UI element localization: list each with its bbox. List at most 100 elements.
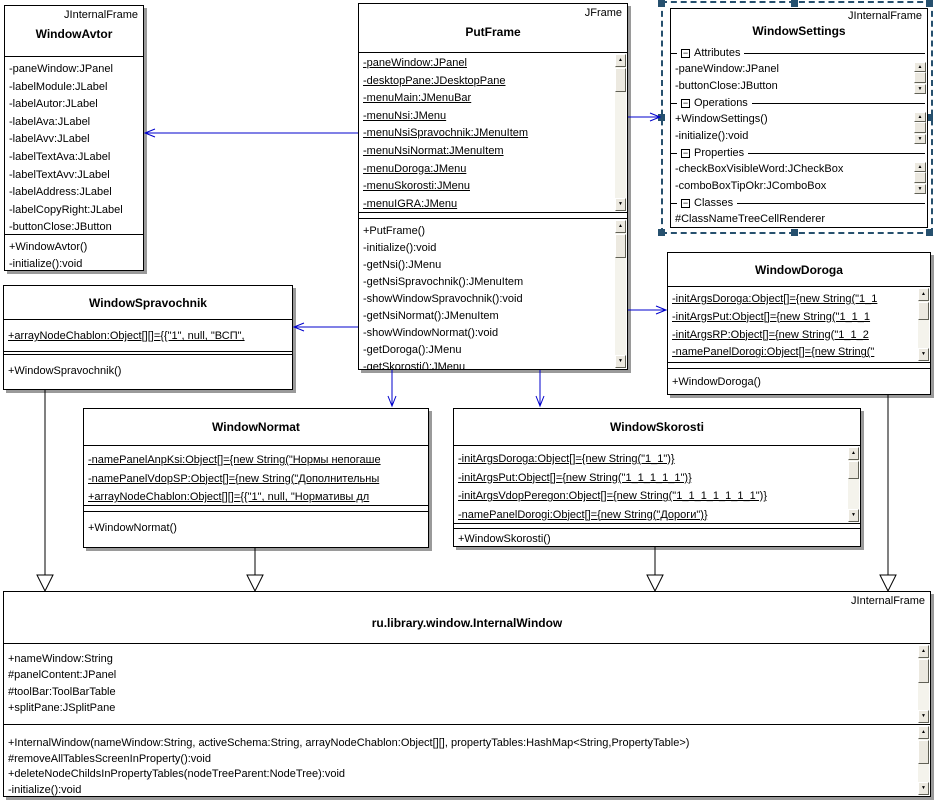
dependency-arrow-putframe-to-windownormat[interactable] (387, 370, 397, 408)
class-name[interactable]: PutFrame (465, 25, 521, 39)
vertical-scrollbar[interactable]: ▲ ▼ (914, 162, 926, 194)
member-row[interactable]: -initArgsDoroga:Object[]={new String("1_… (672, 293, 878, 305)
member-row[interactable]: -desktopPane:JDesktopPane (363, 74, 506, 87)
member-row[interactable]: -buttonClose:JButton (675, 80, 778, 92)
scroll-up-button[interactable]: ▲ (914, 112, 926, 122)
member-row[interactable]: +arrayNodeChablon:Object[][]={{"1", null… (8, 330, 245, 342)
dependency-arrow-putframe-to-windowsettings[interactable] (628, 112, 662, 122)
member-row[interactable]: -initArgsRP:Object[]={new String("1_1_2 (672, 328, 869, 341)
member-row[interactable]: -labelAva:JLabel (9, 115, 91, 128)
member-row[interactable]: -menuDoroga:JMenu (363, 162, 467, 175)
member-row[interactable]: -labelModule:JLabel (9, 80, 108, 93)
member-row[interactable]: -getNsiSpravochnik():JMenuItem (363, 276, 524, 288)
generalization-windowskorosti-to-internalwindow[interactable] (646, 547, 664, 593)
member-row[interactable]: +WindowSpravochnik() (8, 365, 122, 377)
class-box-window-skorosti[interactable]: WindowSkorosti ▲ ▼ -initArgsDoroga:Objec… (453, 408, 861, 547)
scroll-thumb[interactable] (914, 72, 926, 83)
member-row[interactable]: -showWindowNormat():void (363, 327, 499, 339)
scroll-thumb[interactable] (918, 740, 929, 764)
section-header-classes[interactable]: − Classes (671, 195, 927, 211)
member-row[interactable]: -namePanelAnpKsi:Object[]={new String("Н… (88, 454, 381, 466)
collapse-icon[interactable]: − (681, 97, 690, 108)
member-row[interactable]: -buttonClose:JButton (9, 221, 112, 234)
member-row[interactable]: -paneWindow:JPanel (9, 63, 113, 75)
member-row[interactable]: +WindowDoroga() (672, 376, 761, 388)
scroll-thumb[interactable] (848, 461, 859, 479)
section-header-operations[interactable]: − Operations (671, 95, 927, 111)
member-row[interactable]: -initArgsPut:Object[]={new String("1_1_1 (672, 310, 871, 323)
member-row[interactable]: -initArgsDoroga:Object[]={new String("1_… (458, 453, 675, 465)
member-row[interactable]: -namePanelVdopSP:Object[]={new String("Д… (88, 472, 380, 485)
generalization-windowdoroga-to-internalwindow[interactable] (879, 395, 897, 593)
class-name[interactable]: WindowSkorosti (610, 420, 704, 434)
selection-handle[interactable] (658, 229, 665, 236)
member-row[interactable]: -labelTextAva:JLabel (9, 150, 111, 163)
scroll-down-button[interactable]: ▼ (914, 84, 926, 94)
dependency-arrow-putframe-to-windowskorosti[interactable] (535, 370, 545, 408)
selection-handle[interactable] (926, 114, 933, 121)
vertical-scrollbar[interactable]: ▲ ▼ (914, 62, 926, 94)
member-row[interactable]: -menuSkorosti:JMenu (363, 180, 470, 193)
class-name[interactable]: WindowSpravochnik (89, 295, 207, 310)
vertical-scrollbar[interactable]: ▲ ▼ (615, 54, 626, 211)
class-box-window-avtor[interactable]: JInternalFrame WindowAvtor -paneWindow:J… (4, 5, 144, 271)
member-row[interactable]: +WindowSkorosti() (458, 533, 551, 545)
member-row[interactable]: -labelCopyRight:JLabel (9, 203, 123, 216)
selection-handle[interactable] (791, 229, 798, 236)
collapse-icon[interactable]: − (681, 197, 690, 208)
class-name[interactable]: WindowSettings (752, 24, 846, 38)
member-row[interactable]: -comboBoxTipOkr:JComboBox (675, 180, 827, 192)
class-name[interactable]: ru.library.window.InternalWindow (371, 616, 563, 630)
scroll-thumb[interactable] (918, 302, 929, 320)
scroll-down-button[interactable]: ▼ (615, 198, 626, 211)
selection-handle[interactable] (791, 0, 798, 7)
vertical-scrollbar[interactable]: ▲ ▼ (918, 726, 929, 795)
class-box-window-spravochnik[interactable]: WindowSpravochnik +arrayNodeChablon:Obje… (3, 285, 293, 390)
scroll-thumb[interactable] (615, 68, 626, 92)
selection-handle[interactable] (926, 0, 933, 7)
member-row[interactable]: #toolBar:ToolBarTable (8, 685, 116, 698)
member-row[interactable]: -labelTextAvv:JLabel (9, 168, 110, 181)
member-row[interactable]: -initArgsVdopPeregon:Object[]={new Strin… (458, 490, 767, 503)
member-row[interactable]: +WindowSettings() (675, 113, 768, 125)
scroll-down-button[interactable]: ▼ (848, 509, 859, 522)
member-row[interactable]: +PutFrame() (363, 225, 426, 237)
member-row[interactable]: +arrayNodeChablon:Object[][]={{"1", null… (88, 491, 370, 504)
class-name[interactable]: WindowDoroga (755, 262, 843, 277)
member-row[interactable]: -menuNsiNormat:JMenuItem (363, 144, 504, 157)
collapse-icon[interactable]: − (681, 47, 690, 58)
scroll-down-button[interactable]: ▼ (615, 355, 626, 368)
class-name[interactable]: WindowAvtor (35, 27, 113, 41)
class-box-window-normat[interactable]: WindowNormat -namePanelAnpKsi:Object[]={… (83, 408, 429, 548)
member-row[interactable]: -initArgsPut:Object[]={new String("1_1_1… (458, 471, 692, 484)
vertical-scrollbar[interactable]: ▲ ▼ (918, 645, 929, 723)
dependency-arrow-putframe-to-windowdoroga[interactable] (628, 305, 668, 315)
member-row[interactable]: -menuNsiSpravochnik:JMenuItem (363, 127, 529, 140)
scroll-up-button[interactable]: ▲ (615, 220, 626, 233)
member-row[interactable]: -labelAvv:JLabel (9, 133, 90, 146)
member-row[interactable]: -labelAddress:JLabel (9, 186, 112, 199)
member-row[interactable]: -namePanelDorogi:Object[]={new String(" (672, 346, 875, 359)
member-row[interactable]: -getNsiNormat():JMenuItem (363, 310, 499, 322)
scroll-down-button[interactable]: ▼ (918, 348, 929, 361)
section-header-attributes[interactable]: − Attributes (671, 45, 927, 61)
member-row[interactable]: +nameWindow:String (8, 653, 113, 665)
dependency-arrow-putframe-to-windowspravochnik[interactable] (292, 322, 358, 332)
class-box-window-settings[interactable]: JInternalFrame WindowSettings − Attribut… (670, 8, 928, 228)
class-box-put-frame[interactable]: JFrame PutFrame ▲ ▼ -paneWindow:JPanel-d… (358, 3, 628, 370)
member-row[interactable]: -checkBoxVisibleWord:JCheckBox (675, 163, 844, 175)
scroll-thumb[interactable] (914, 172, 926, 183)
member-row[interactable]: -namePanelDorogi:Object[]={new String("Д… (458, 508, 708, 521)
scroll-thumb[interactable] (914, 122, 926, 133)
member-row[interactable]: -menuNsi:JMenu (363, 109, 447, 122)
member-row[interactable]: -initialize():void (675, 130, 749, 142)
scroll-up-button[interactable]: ▲ (914, 162, 926, 172)
member-row[interactable]: -paneWindow:JPanel (363, 57, 467, 69)
member-row[interactable]: -initialize():void (8, 784, 82, 796)
scroll-up-button[interactable]: ▲ (918, 726, 929, 739)
scroll-thumb[interactable] (615, 234, 626, 258)
scroll-down-button[interactable]: ▼ (914, 184, 926, 194)
scroll-down-button[interactable]: ▼ (918, 710, 929, 723)
class-name[interactable]: WindowNormat (212, 420, 300, 434)
scroll-up-button[interactable]: ▲ (615, 54, 626, 67)
